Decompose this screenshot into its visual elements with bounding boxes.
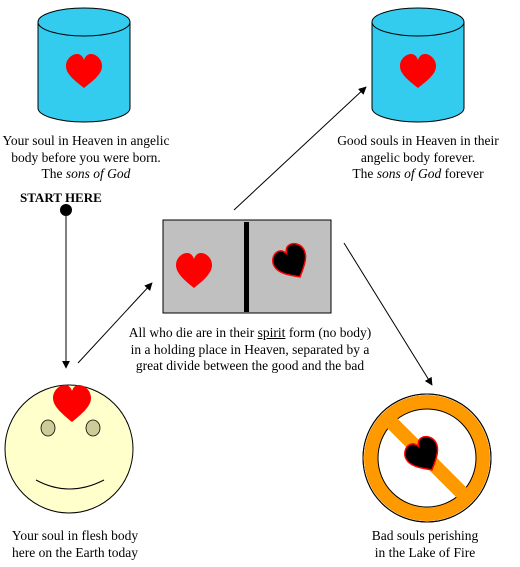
bad-heart-icon	[272, 242, 307, 278]
heaven-before-caption: Your soul in Heaven in angelic body befo…	[2, 133, 170, 181]
good-heart-icon	[176, 253, 212, 288]
earth-caption: Your soul in flesh body here on the Eart…	[11, 528, 139, 560]
good-heart-icon	[53, 385, 91, 422]
heaven-before-cylinder-icon	[37, 7, 131, 123]
heaven-forever-cylinder-icon	[371, 7, 465, 123]
smile-mouth	[35, 479, 105, 490]
holding-place-box	[162, 219, 332, 314]
heaven-forever-caption: Good souls in Heaven in their angelic bo…	[337, 133, 499, 181]
arrow-holding-to-lake	[343, 242, 433, 386]
start-dot	[60, 204, 72, 216]
lake-of-fire-caption: Bad souls perishing in the Lake of Fire	[371, 528, 479, 560]
start-here-label: START HERE	[20, 190, 102, 205]
holding-place-caption: All who die are in their spirit form (no…	[128, 325, 372, 373]
good-heart-icon	[66, 54, 102, 88]
good-heart-icon	[400, 54, 436, 88]
earth-smiley-face-icon	[4, 384, 134, 514]
right-eye	[85, 419, 101, 437]
arrow-holding-to-heaven	[233, 86, 367, 211]
bad-heart-icon	[404, 435, 439, 471]
arrow-earth-to-holding	[77, 282, 153, 364]
lake-of-fire-prohibition-sign-icon	[362, 393, 492, 523]
great-divide-bar	[244, 222, 249, 312]
left-eye	[40, 419, 56, 437]
